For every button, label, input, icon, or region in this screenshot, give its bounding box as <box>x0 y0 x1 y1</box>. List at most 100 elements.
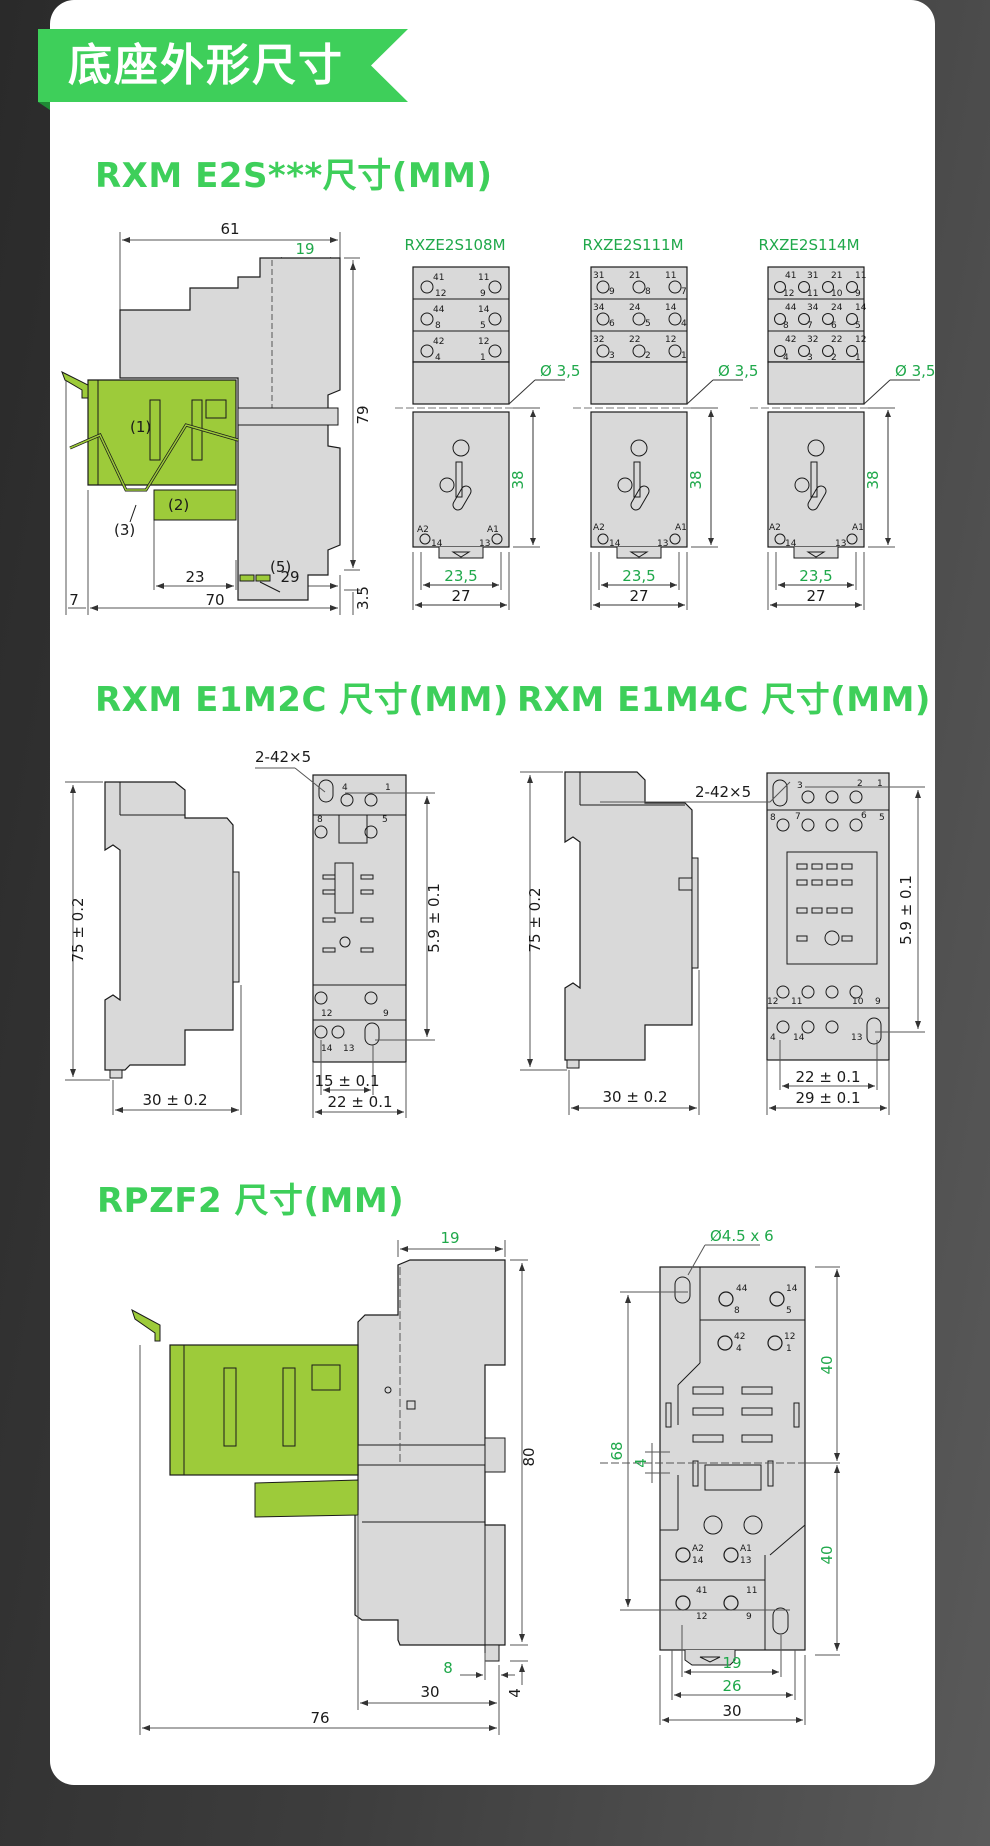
rpzf2-slot: 4 <box>632 1458 650 1468</box>
pin-label: 5 <box>645 319 651 329</box>
pin-label: 24 <box>831 303 843 313</box>
pin-label: 7 <box>807 321 813 331</box>
pin-label: 14 <box>665 303 677 313</box>
rpzf2-front-view-drawing: Ø4.5 x 6 44 8 14 5 42 4 12 1 A2 14 A1 13… <box>600 1227 840 1725</box>
pin-label: 3 <box>807 353 813 363</box>
pin-label: 14 <box>855 303 867 313</box>
callout-3: (3) <box>114 521 135 539</box>
socket-3-hole: Ø 3,5 <box>895 362 935 380</box>
callout-1: (1) <box>130 418 151 436</box>
pin-label: A1 <box>487 525 499 535</box>
pin-label: 13 <box>479 539 490 549</box>
socket-1-height: 38 <box>509 470 527 489</box>
pin-label: 13 <box>343 1044 354 1054</box>
socket-2-inner-width: 23,5 <box>622 567 655 585</box>
pin-label: 41 <box>433 273 444 283</box>
pin-label: 5 <box>786 1306 792 1316</box>
rpzf2-lower-height: 40 <box>818 1545 836 1564</box>
pin-label: A2 <box>769 523 781 533</box>
pin-label: 34 <box>593 303 605 313</box>
pin-label: 13 <box>851 1033 862 1043</box>
dim-height: 79 <box>354 405 372 424</box>
pin-label: 12 <box>665 335 676 345</box>
socket-1-outer-width: 27 <box>451 587 470 605</box>
pin-label: 9 <box>480 289 486 299</box>
pin-label: 1 <box>480 353 486 363</box>
pin-label: 7 <box>795 812 801 822</box>
pin-label: 9 <box>746 1612 752 1622</box>
pin-label: 4 <box>435 353 441 363</box>
rpzf2-outer-width: 30 <box>722 1702 741 1720</box>
pin-label: 13 <box>835 539 846 549</box>
pin-label: 41 <box>785 271 796 281</box>
pin-label: 8 <box>645 287 651 297</box>
rpzf2-inner-width: 19 <box>722 1654 741 1672</box>
e1m4c-side-depth: 30 ± 0.2 <box>602 1088 667 1106</box>
pin-label: 8 <box>734 1306 740 1316</box>
dim-relay-part: 23 <box>185 568 204 586</box>
socket-rxze2s114m <box>749 266 921 611</box>
rpzf2-socket-depth: 30 <box>420 1683 439 1701</box>
socket-2-model: RXZE2S111M <box>582 236 683 254</box>
pin-label: 11 <box>791 997 802 1007</box>
pin-label: 9 <box>875 997 881 1007</box>
dim-socket-part: 29 <box>280 568 299 586</box>
pin-label: 42 <box>433 337 444 347</box>
pin-label: 31 <box>593 271 604 281</box>
pin-label: A1 <box>852 523 864 533</box>
pin-label: A2 <box>692 1544 704 1554</box>
pin-label: 8 <box>770 813 776 823</box>
pin-label: 11 <box>746 1586 757 1596</box>
socket-1-hole: Ø 3,5 <box>540 362 580 380</box>
pin-label: 6 <box>861 811 867 821</box>
socket-1-model: RXZE2S108M <box>404 236 505 254</box>
pin-label: 1 <box>385 783 391 793</box>
socket-3-outer-width: 27 <box>806 587 825 605</box>
rpzf2-mid-width: 26 <box>722 1677 741 1695</box>
socket-2-height: 38 <box>687 470 705 489</box>
pin-label: 9 <box>609 287 615 297</box>
pin-label: 5 <box>480 321 486 331</box>
rpzf2-top-depth: 19 <box>440 1229 459 1247</box>
socket-3-inner-width: 23,5 <box>799 567 832 585</box>
socket-2-outer-width: 27 <box>629 587 648 605</box>
pin-label: 22 <box>629 335 640 345</box>
pin-label: 11 <box>478 273 489 283</box>
pin-label: 12 <box>321 1009 332 1019</box>
pin-label: 10 <box>831 289 843 299</box>
e1m2c-inner-width: 15 ± 0.1 <box>314 1072 379 1090</box>
pin-label: 2 <box>857 779 863 789</box>
section-title-rpzf2: RPZF2 尺寸(MM) <box>97 1181 405 1221</box>
e1m2c-side-height: 75 ± 0.2 <box>69 897 87 962</box>
socket-3-height: 38 <box>864 470 882 489</box>
e1m2c-side-depth: 30 ± 0.2 <box>142 1091 207 1109</box>
pin-label: 4 <box>783 353 789 363</box>
pin-label: 14 <box>793 1033 805 1043</box>
dim-top-depth: 19 <box>295 240 314 258</box>
callout-5: (5) <box>270 558 291 576</box>
pin-label: 14 <box>785 539 797 549</box>
pin-label: 1 <box>855 353 861 363</box>
pin-label: 9 <box>855 289 861 299</box>
socket-1-inner-width: 23,5 <box>444 567 477 585</box>
pin-label: A1 <box>675 523 687 533</box>
pin-label: 10 <box>852 997 864 1007</box>
banner-ribbon <box>38 29 408 102</box>
pin-label: 11 <box>665 271 676 281</box>
e1m2c-slot-note: 2-42×5 <box>255 748 311 766</box>
callout-2: (2) <box>168 496 189 514</box>
pin-label: 6 <box>609 319 615 329</box>
pin-label: A1 <box>740 1544 752 1554</box>
rxm-e1m4c-drawing: 75 ± 0.2 30 ± 0.2 2-42×5 3 2 1 8 7 6 <box>520 771 925 1115</box>
pin-label: 9 <box>383 1009 389 1019</box>
pin-label: 13 <box>740 1556 751 1566</box>
pin-label: 44 <box>433 305 445 315</box>
rpzf2-upper-height: 40 <box>818 1355 836 1374</box>
rpzf2-rail-gap: 8 <box>443 1659 453 1677</box>
pin-label: 22 <box>831 335 842 345</box>
pin-label: 8 <box>435 321 441 331</box>
pin-label: 1 <box>681 351 687 361</box>
pin-label: 13 <box>657 539 668 549</box>
pin-label: 11 <box>807 289 818 299</box>
pin-label: 5 <box>855 321 861 331</box>
